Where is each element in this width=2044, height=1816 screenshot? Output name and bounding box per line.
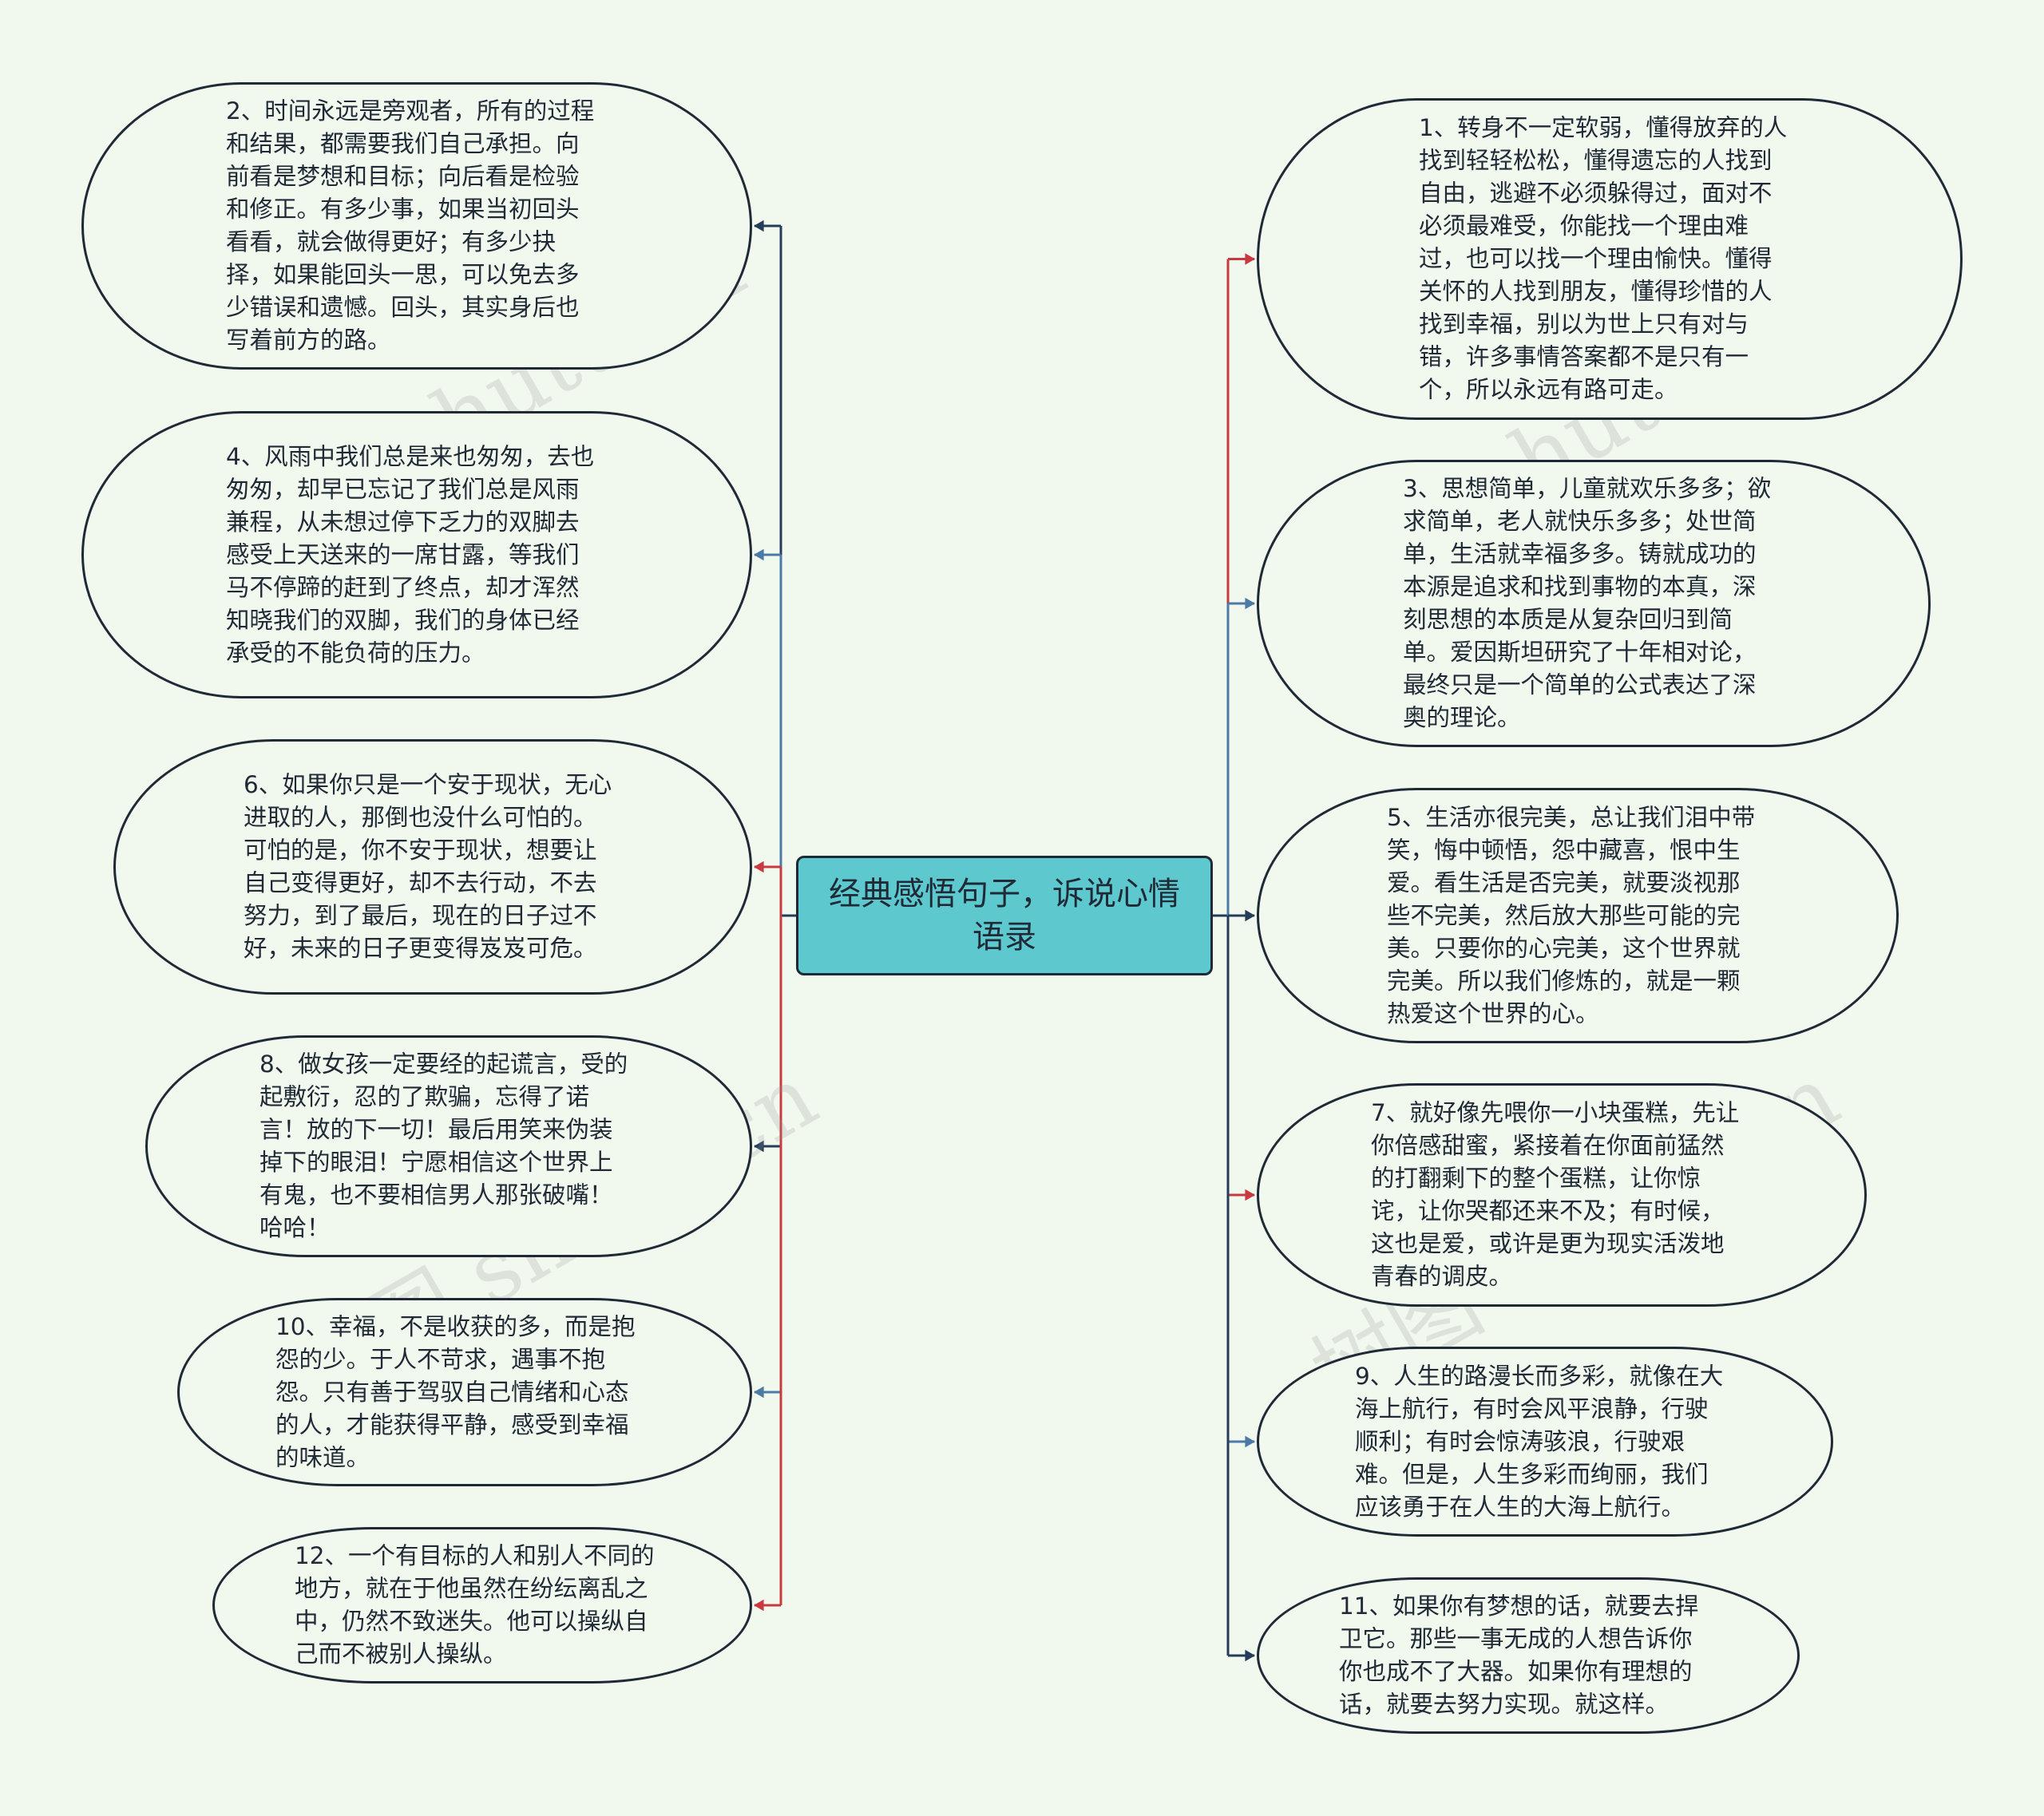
topic-node-left-5-text: 10、幸福，不是收获的多，而是抱怨的少。于人不苛求，遇事不抱怨。只有善于驾驭自己… bbox=[275, 1312, 636, 1471]
connector-arrow bbox=[754, 861, 764, 873]
topic-node-left-2[interactable]: 4、风雨中我们总是来也匆匆，去也匆匆，却早已忘记了我们总是风雨兼程，从未想过停下… bbox=[81, 411, 752, 698]
connector-arrow bbox=[1245, 1435, 1255, 1448]
connector-arrow bbox=[754, 1140, 764, 1153]
topic-node-right-5[interactable]: 9、人生的路漫长而多彩，就像在大海上航行，有时会风平浪静，行驶顺利；有时会惊涛骇… bbox=[1257, 1347, 1833, 1537]
topic-node-left-6[interactable]: 12、一个有目标的人和别人不同的地方，就在于他虽然在纷纭离乱之中，仍然不致迷失。… bbox=[212, 1527, 752, 1683]
topic-node-left-3[interactable]: 6、如果你只是一个安于现状，无心进取的人，那倒也没什么可怕的。可怕的是，你不安于… bbox=[113, 739, 752, 995]
central-topic-label: 经典感悟句子，诉说心情语录 bbox=[829, 876, 1180, 955]
topic-node-right-3[interactable]: 5、生活亦很完美，总让我们泪中带笑，悔中顿悟，怨中藏喜，恨中生爱。看生活是否完美… bbox=[1257, 788, 1899, 1043]
topic-node-left-4[interactable]: 8、做女孩一定要经的起谎言，受的起敷衍，忍的了欺骗，忘得了诺言！放的下一切！最后… bbox=[145, 1035, 752, 1257]
connector-arrow bbox=[1245, 597, 1255, 610]
topic-node-right-1-text: 1、转身不一定软弱，懂得放弃的人找到轻轻松松，懂得遗忘的人找到自由，逃避不必须躲… bbox=[1419, 114, 1788, 403]
connector-arrow bbox=[1245, 1189, 1255, 1201]
topic-node-left-1[interactable]: 2、时间永远是旁观者，所有的过程和结果，都需要我们自己承担。向前看是梦想和目标；… bbox=[81, 82, 752, 370]
topic-node-left-5[interactable]: 10、幸福，不是收获的多，而是抱怨的少。于人不苛求，遇事不抱怨。只有善于驾驭自己… bbox=[177, 1298, 752, 1486]
topic-node-right-2[interactable]: 3、思想简单，儿童就欢乐多多；欲求简单，老人就快乐多多；处世简单，生活就幸福多多… bbox=[1257, 460, 1931, 747]
connector-arrow bbox=[754, 220, 764, 232]
topic-node-right-2-text: 3、思想简单，儿童就欢乐多多；欲求简单，老人就快乐多多；处世简单，生活就幸福多多… bbox=[1403, 475, 1772, 731]
topic-node-right-6-text: 11、如果你有梦想的话，就要去捍卫它。那些一事无成的人想告诉你你也成不了大器。如… bbox=[1339, 1592, 1699, 1718]
topic-node-right-1[interactable]: 1、转身不一定软弱，懂得放弃的人找到轻轻松松，懂得遗忘的人找到自由，逃避不必须躲… bbox=[1257, 98, 1963, 420]
topic-node-left-2-text: 4、风雨中我们总是来也匆匆，去也匆匆，却早已忘记了我们总是风雨兼程，从未想过停下… bbox=[226, 442, 595, 667]
topic-node-right-4-text: 7、就好像先喂你一小块蛋糕，先让你倍感甜蜜，紧接着在你面前猛然的打翻剩下的整个蛋… bbox=[1371, 1099, 1740, 1290]
topic-node-right-5-text: 9、人生的路漫长而多彩，就像在大海上航行，有时会风平浪静，行驶顺利；有时会惊涛骇… bbox=[1355, 1362, 1724, 1521]
topic-node-right-3-text: 5、生活亦很完美，总让我们泪中带笑，悔中顿悟，怨中藏喜，恨中生爱。看生活是否完美… bbox=[1387, 803, 1756, 1027]
connector-arrow bbox=[1245, 253, 1255, 265]
connector-arrow bbox=[1245, 909, 1255, 922]
topic-node-right-6[interactable]: 11、如果你有梦想的话，就要去捍卫它。那些一事无成的人想告诉你你也成不了大器。如… bbox=[1257, 1577, 1800, 1734]
connector-arrow bbox=[754, 1386, 764, 1399]
topic-node-left-4-text: 8、做女孩一定要经的起谎言，受的起敷衍，忍的了欺骗，忘得了诺言！放的下一切！最后… bbox=[259, 1050, 628, 1241]
topic-node-left-3-text: 6、如果你只是一个安于现状，无心进取的人，那倒也没什么可怕的。可怕的是，你不安于… bbox=[244, 771, 612, 962]
topic-node-left-1-text: 2、时间永远是旁观者，所有的过程和结果，都需要我们自己承担。向前看是梦想和目标；… bbox=[226, 97, 595, 354]
connector-arrow bbox=[754, 548, 764, 561]
topic-node-left-6-text: 12、一个有目标的人和别人不同的地方，就在于他虽然在纷纭离乱之中，仍然不致迷失。… bbox=[295, 1542, 655, 1668]
topic-node-right-4[interactable]: 7、就好像先喂你一小块蛋糕，先让你倍感甜蜜，紧接着在你面前猛然的打翻剩下的整个蛋… bbox=[1257, 1083, 1867, 1307]
connector-arrow bbox=[1245, 1649, 1255, 1662]
central-topic[interactable]: 经典感悟句子，诉说心情语录 bbox=[796, 856, 1213, 975]
connector-arrow bbox=[754, 1599, 764, 1612]
